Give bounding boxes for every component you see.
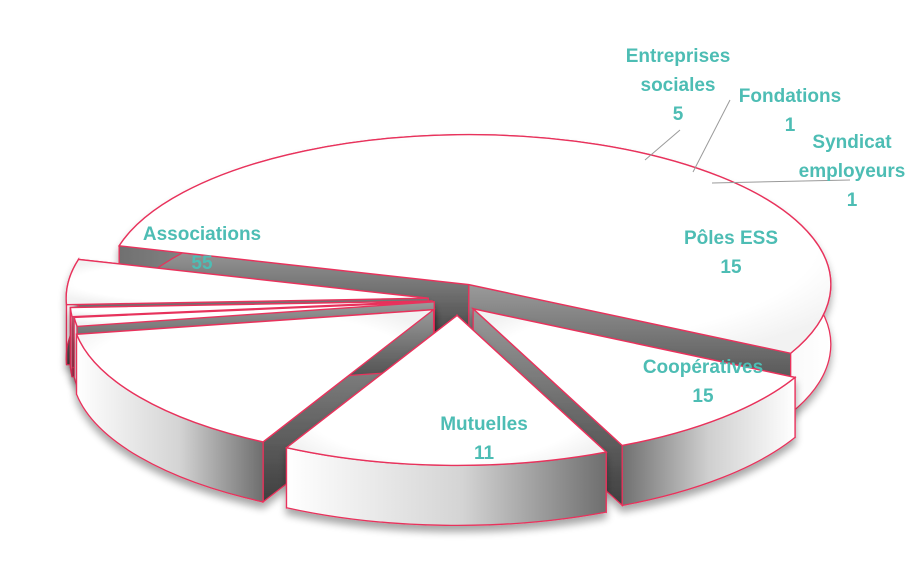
pie-slice-top	[73, 301, 435, 328]
pie-slice-top	[117, 133, 832, 355]
slice-label-poles-ess: Pôles ESS	[684, 228, 778, 249]
pie-slice-top	[65, 258, 429, 306]
leader-line-syndicat-employeurs	[711, 179, 851, 184]
slice-value-cooperatives: 15	[692, 386, 714, 407]
pie-slice-top	[470, 307, 797, 447]
slice-value-entreprises-sociales: 5	[673, 104, 684, 125]
slice-value-poles-ess: 15	[720, 257, 742, 278]
slice-value-mutuelles: 11	[474, 443, 495, 464]
pie-slice-side	[69, 307, 73, 377]
pie-slice-top	[284, 314, 608, 467]
slice-label-fondations: Fondations	[739, 86, 841, 107]
pie-slice-top	[69, 300, 433, 318]
leader-line-entreprises-sociales	[644, 129, 681, 161]
leader-line-fondations	[692, 99, 731, 173]
slice-label-associations: Associations	[143, 224, 261, 245]
slice-value-fondations: 1	[785, 115, 796, 136]
slice-label-mutuelles: Mutuelles	[440, 414, 528, 435]
slice-value-syndicat-employeurs: 1	[847, 190, 858, 211]
pie-slice-top	[75, 308, 436, 443]
slice-value-associations: 55	[191, 253, 213, 274]
slice-label-cooperatives: Coopératives	[643, 357, 763, 378]
pie-slice-cooperatives	[284, 313, 608, 527]
